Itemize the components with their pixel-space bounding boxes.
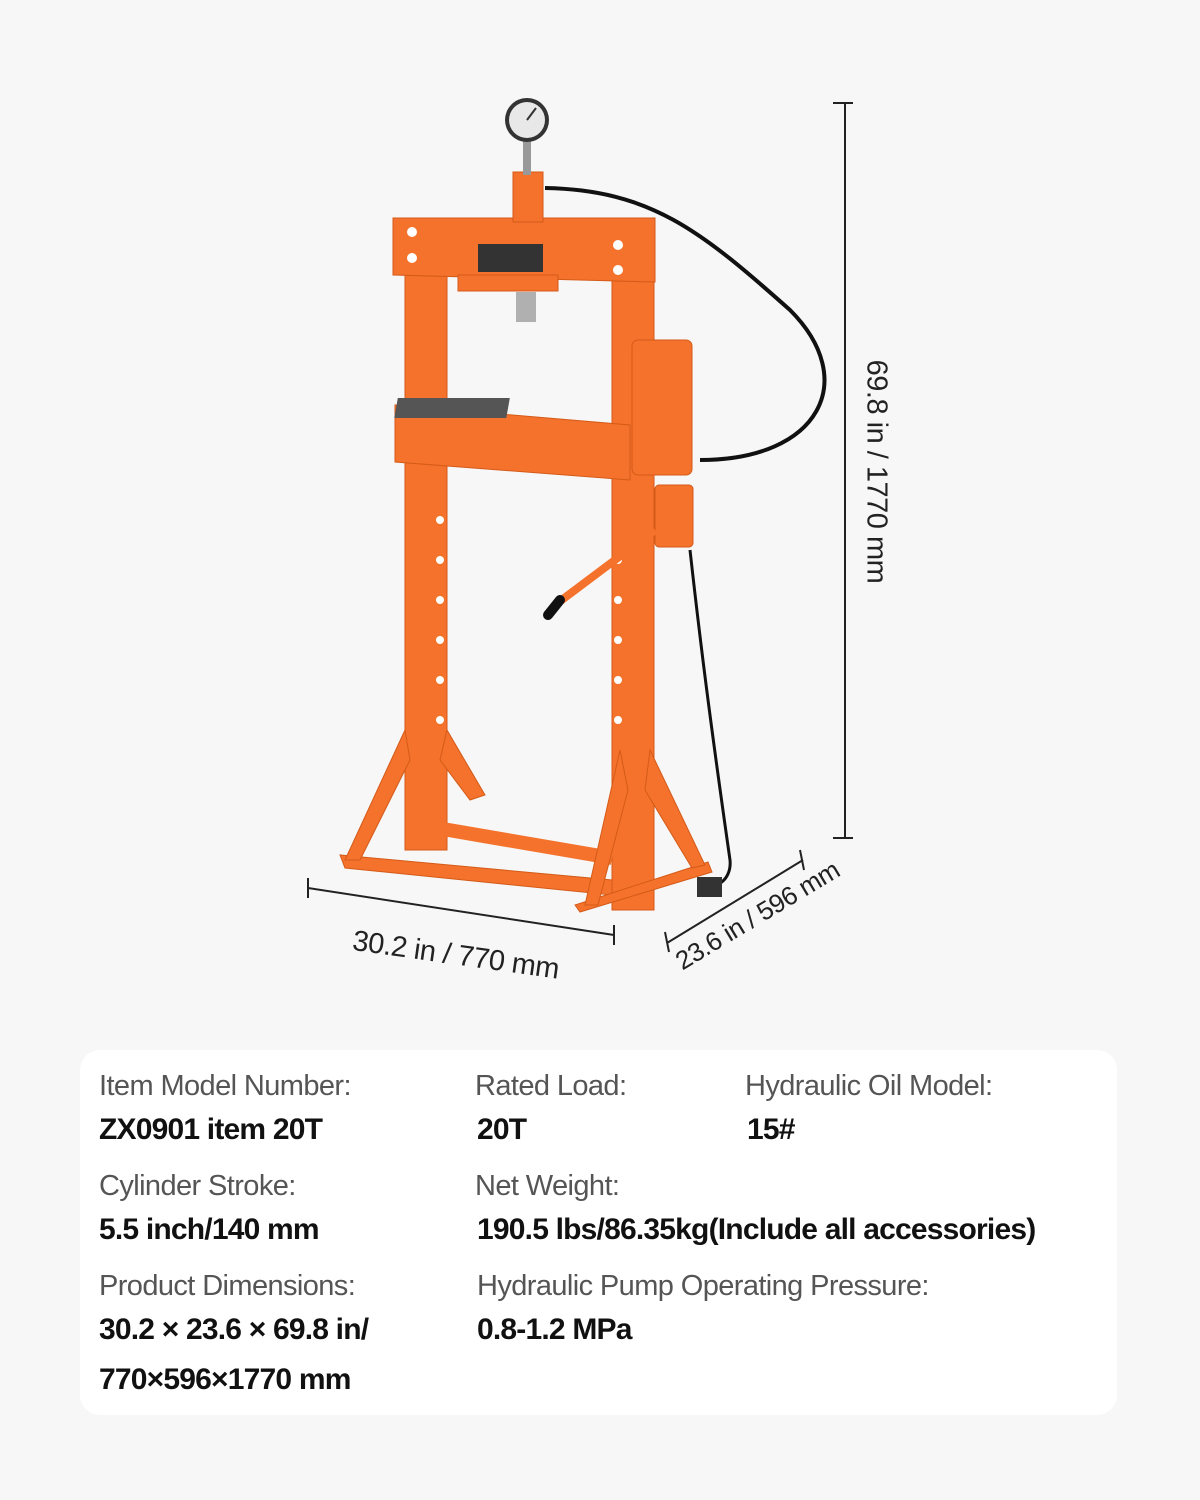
spec-card: Item Model Number: ZX0901 item 20T Rated… — [80, 1050, 1117, 1415]
net-weight-value: 190.5 lbs/86.35kg(Include all accessorie… — [477, 1213, 1036, 1246]
hydraulic-press-illustration — [307, 98, 853, 953]
release-valve — [697, 877, 722, 897]
ram-piston — [516, 292, 536, 322]
dimensions-value-line2: 770×596×1770 mm — [99, 1363, 351, 1396]
press-plate — [394, 398, 510, 418]
rated-load-value: 20T — [477, 1113, 527, 1146]
pump-handle — [552, 526, 658, 609]
dimensions-value-line1: 30.2 × 23.6 × 69.8 in/ — [99, 1313, 369, 1346]
net-weight-label: Net Weight: — [475, 1170, 620, 1202]
height-dimension-label: 69.8 in / 1770 mm — [860, 359, 893, 584]
model-label: Item Model Number: — [99, 1070, 352, 1102]
stroke-value: 5.5 inch/140 mm — [99, 1213, 320, 1246]
pressure-value: 0.8-1.2 MPa — [477, 1313, 632, 1346]
pump-cylinder — [631, 339, 693, 476]
right-foot — [574, 861, 713, 913]
dimensions-label: Product Dimensions: — [99, 1270, 356, 1302]
hydraulic-hose — [544, 186, 827, 462]
oil-model-label: Hydraulic Oil Model: — [745, 1070, 993, 1102]
warning-label — [478, 244, 543, 272]
pressure-label: Hydraulic Pump Operating Pressure: — [477, 1270, 929, 1302]
rated-load-label: Rated Load: — [475, 1070, 627, 1102]
pump-hose — [688, 549, 732, 888]
dimension-lines — [307, 102, 853, 953]
model-value: ZX0901 item 20T — [99, 1113, 323, 1146]
oil-model-value: 15# — [747, 1113, 795, 1146]
top-cylinder — [512, 171, 544, 223]
stroke-label: Cylinder Stroke: — [99, 1170, 296, 1202]
bolster-beam — [394, 404, 631, 481]
left-foot — [339, 854, 613, 896]
press-frame — [339, 171, 713, 913]
